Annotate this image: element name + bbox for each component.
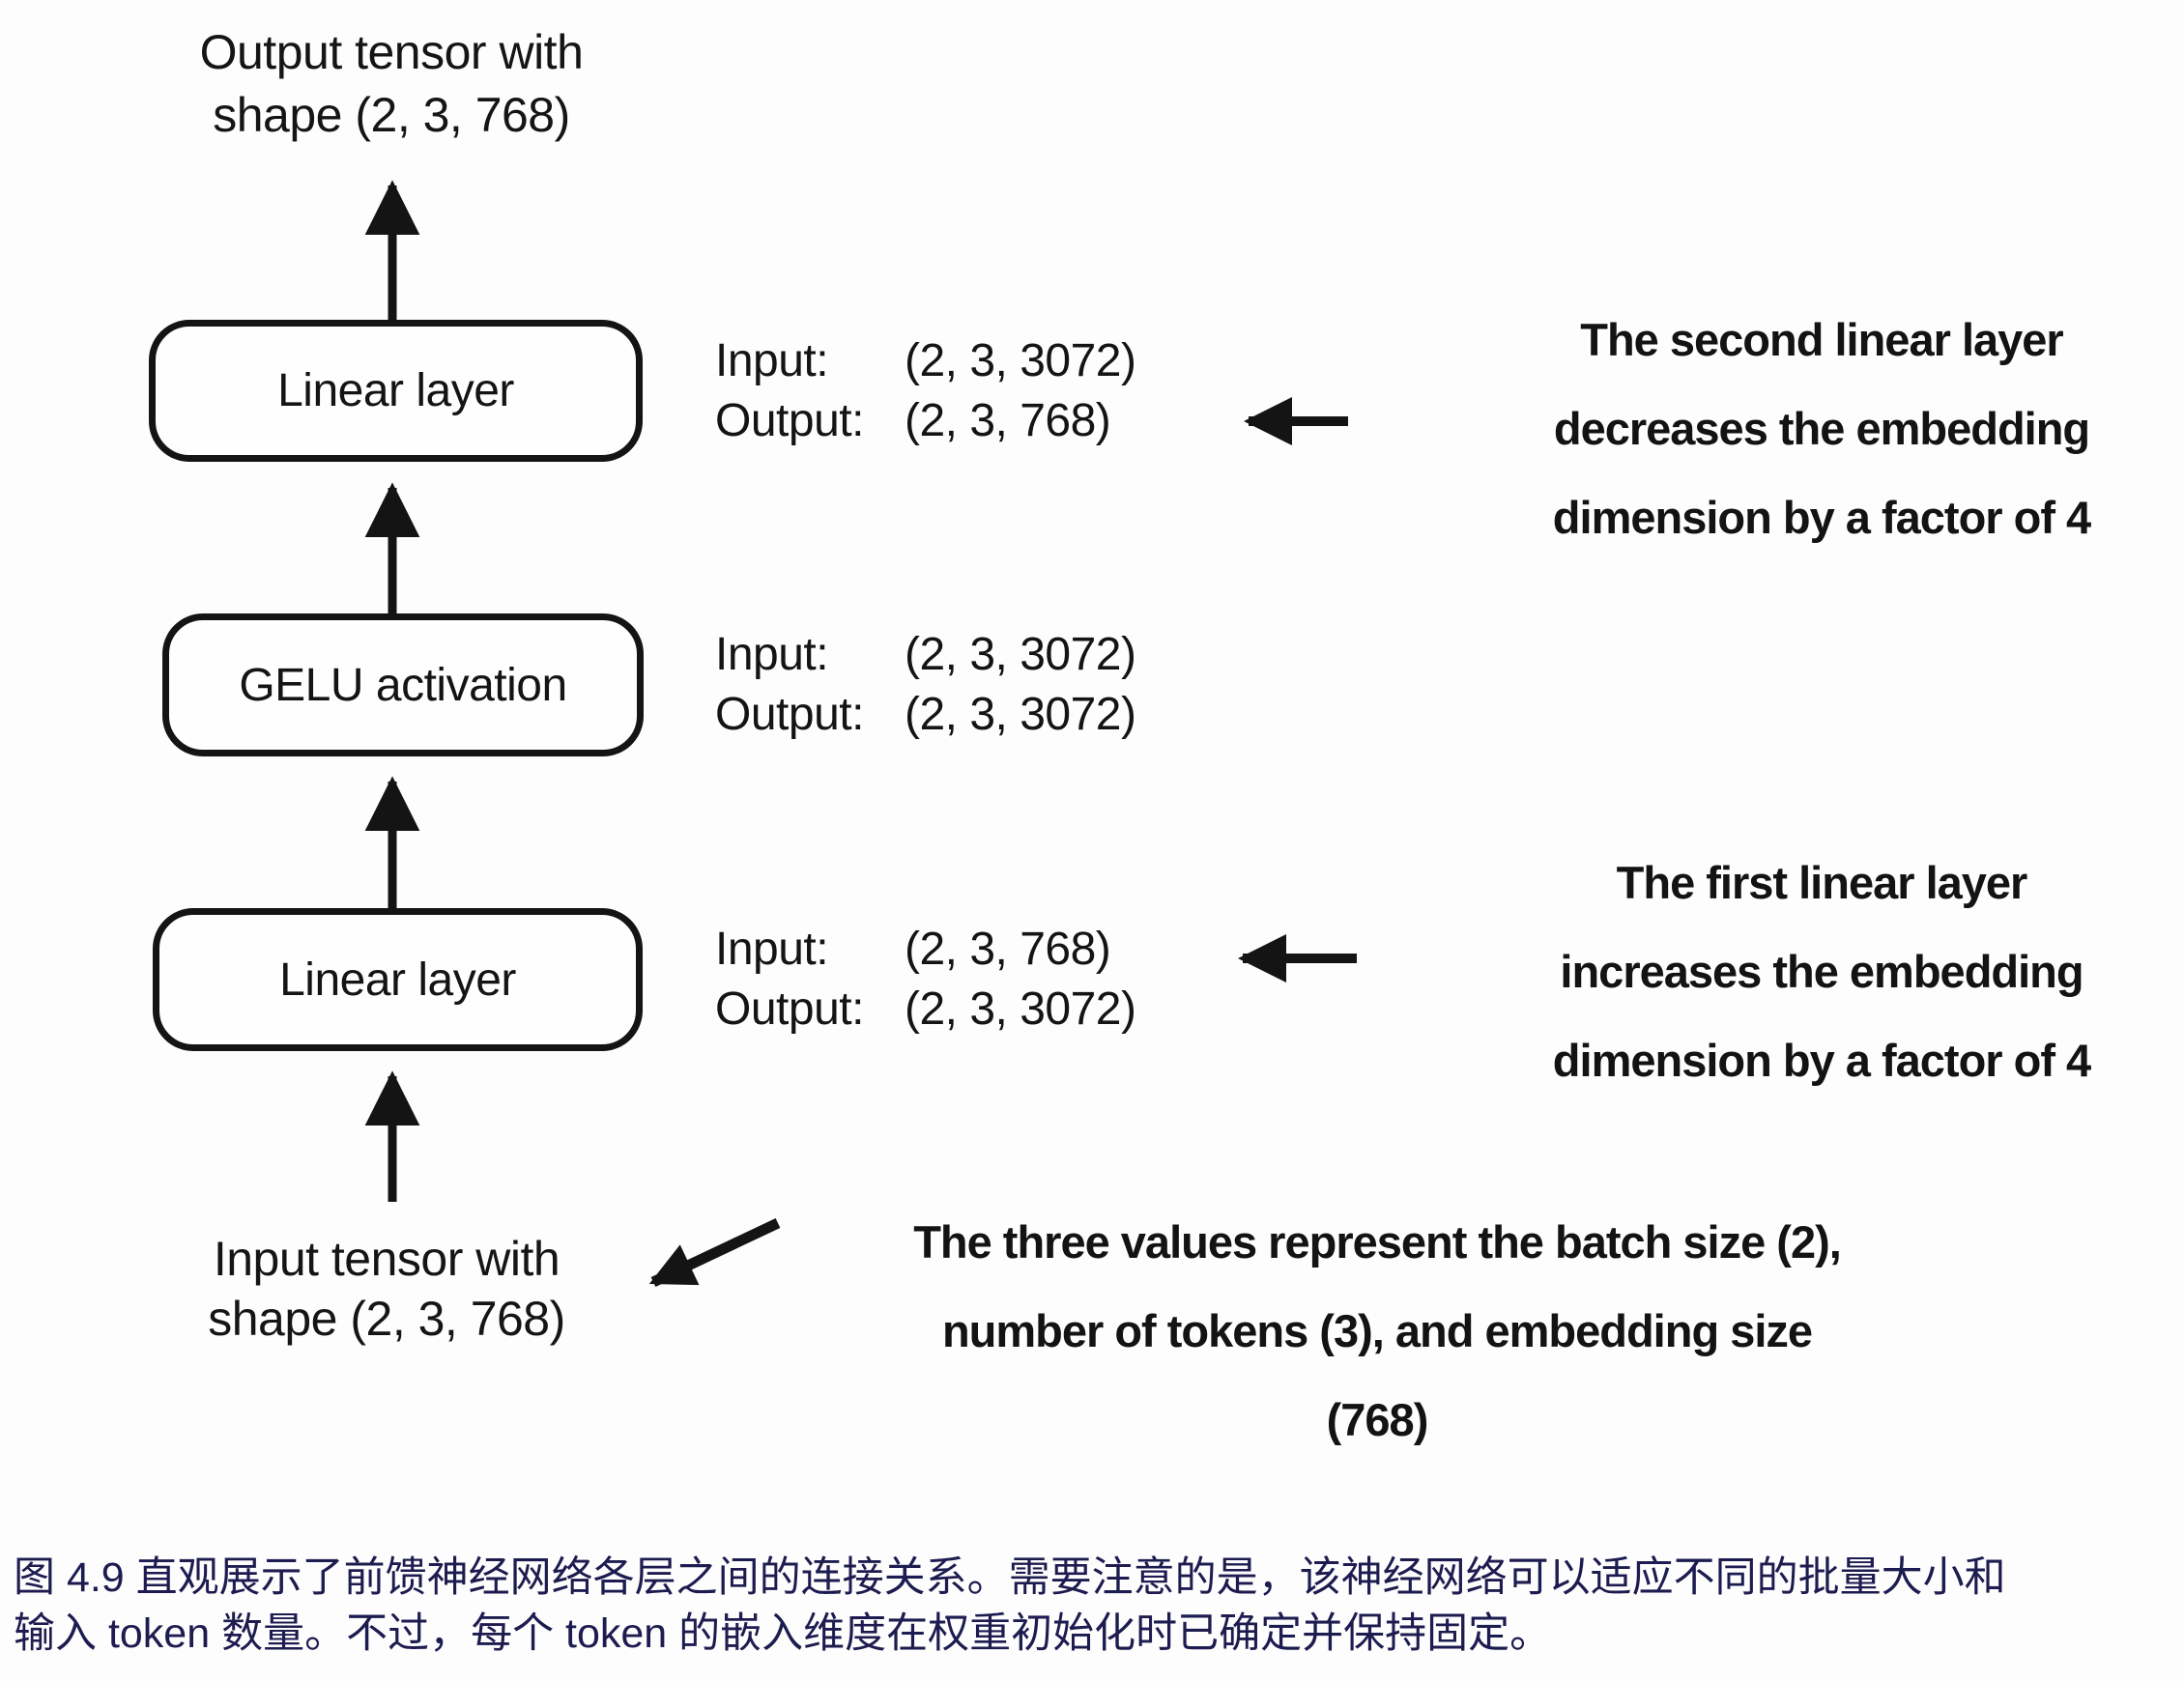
- io-output-value: (2, 3, 768): [905, 395, 1111, 446]
- io-output-label: Output:: [715, 395, 864, 446]
- arrows-layer: [364, 180, 1357, 1287]
- annotation-line: The first linear layer: [1616, 857, 2028, 908]
- output-tensor-line1: Output tensor with: [199, 25, 584, 79]
- io-input-label: Input:: [715, 629, 829, 680]
- annotation-second-linear: The second linear layer decreases the em…: [1493, 296, 2150, 562]
- annotation-line: decreases the embedding: [1553, 403, 2090, 454]
- io-output-value: (2, 3, 3072): [905, 689, 1136, 740]
- linear-layer-top-label: Linear layer: [277, 365, 514, 416]
- output-tensor-line2: shape (2, 3, 768): [213, 88, 570, 142]
- annotation-line: increases the embedding: [1560, 946, 2083, 997]
- annotation-line: The second linear layer: [1580, 314, 2063, 365]
- io-output-label: Output:: [715, 983, 864, 1035]
- annotation-line: number of tokens (3), and embedding size: [941, 1305, 1813, 1356]
- annotation-three-values: The three values represent the batch siz…: [734, 1198, 2020, 1465]
- io-pair-gelu: Input: (2, 3, 3072) Output: (2, 3, 3072): [715, 625, 1136, 745]
- gelu-activation-box: GELU activation: [162, 613, 644, 756]
- linear-layer-box-bottom: Linear layer: [153, 908, 643, 1051]
- annotation-line: dimension by a factor of 4: [1552, 492, 2091, 543]
- gelu-activation-label: GELU activation: [239, 659, 567, 711]
- annotation-first-linear: The first linear layer increases the emb…: [1493, 839, 2150, 1105]
- input-tensor-line2: shape (2, 3, 768): [208, 1292, 565, 1346]
- figure-caption: 图 4.9 直观展示了前馈神经网络各层之间的连接关系。需要注意的是，该神经网络可…: [14, 1550, 2170, 1662]
- io-pair-linear2: Input: (2, 3, 3072) Output: (2, 3, 768): [715, 331, 1136, 451]
- annotation-line: (768): [1326, 1394, 1429, 1445]
- io-output-value: (2, 3, 3072): [905, 983, 1136, 1035]
- io-input-label: Input:: [715, 335, 829, 386]
- io-output-label: Output:: [715, 689, 864, 740]
- input-tensor-label: Input tensor with shape (2, 3, 768): [116, 1229, 657, 1349]
- figure-caption-line2: 输入 token 数量。不过，每个 token 的嵌入维度在权重初始化时已确定并…: [14, 1610, 1552, 1657]
- linear-layer-box-top: Linear layer: [149, 320, 643, 462]
- annotation-line: The three values represent the batch siz…: [913, 1216, 1842, 1268]
- io-input-value: (2, 3, 3072): [905, 335, 1136, 386]
- io-input-value: (2, 3, 3072): [905, 629, 1136, 680]
- annotation-line: dimension by a factor of 4: [1552, 1035, 2091, 1086]
- io-pair-linear1: Input: (2, 3, 768) Output: (2, 3, 3072): [715, 920, 1136, 1040]
- figure-caption-line1: 图 4.9 直观展示了前馈神经网络各层之间的连接关系。需要注意的是，该神经网络可…: [14, 1554, 2006, 1601]
- io-input-value: (2, 3, 768): [905, 924, 1111, 975]
- pointer-arrow-input-tensor: [648, 1218, 781, 1287]
- input-tensor-line1: Input tensor with: [213, 1232, 560, 1286]
- io-input-label: Input:: [715, 924, 829, 975]
- linear-layer-bottom-label: Linear layer: [279, 954, 516, 1006]
- output-tensor-label: Output tensor with shape (2, 3, 768): [126, 21, 657, 147]
